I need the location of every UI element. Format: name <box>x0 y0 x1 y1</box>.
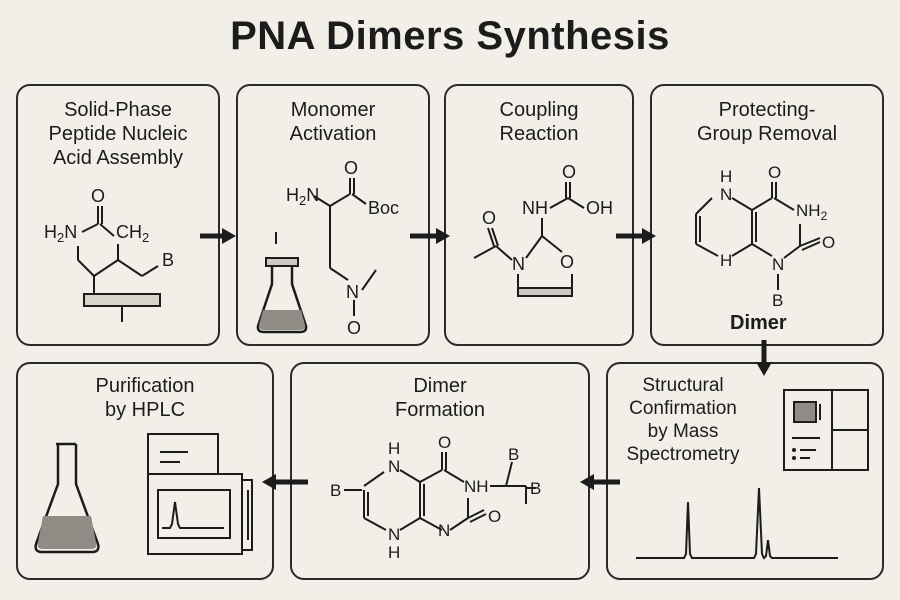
flask-icon <box>34 442 100 554</box>
n-label-2: N <box>388 525 400 544</box>
nh-label: NH <box>522 198 548 218</box>
arrow-step6-to-step7 <box>262 474 308 490</box>
step-monomer-activation: Monomer Activation H2N O Boc N O <box>236 84 430 346</box>
step-solid-phase-assembly: Solid-Phase Peptide Nucleic Acid Assembl… <box>16 84 220 346</box>
resin-support <box>83 293 161 307</box>
step-title: Monomer Activation <box>289 99 377 145</box>
h2n-label: H2N <box>286 185 319 208</box>
n-label-2: N <box>772 255 784 274</box>
support-bar <box>517 287 573 297</box>
arrow-step5-to-step6 <box>580 474 620 490</box>
oxygen-label-2: O <box>347 318 361 338</box>
base-label: B <box>162 250 174 270</box>
base-label-1: B <box>330 481 341 500</box>
n-label: N <box>388 457 400 476</box>
nh-label: NH <box>464 477 489 496</box>
step-mass-spectrometry: Structural Confirmation by Mass Spectrom… <box>606 362 884 580</box>
step-dimer-formation: Dimer Formation B H N N H O NH O N B <box>290 362 590 580</box>
h-label-2: H <box>388 543 400 562</box>
mass-spectrum-plot <box>636 487 838 560</box>
oxygen-label: O <box>344 158 358 178</box>
nh2-label: NH2 <box>796 201 828 223</box>
arrow-step3-to-step4 <box>616 228 656 244</box>
h-label: H <box>720 167 732 186</box>
step-hplc-purification: Purification by HPLC <box>16 362 274 580</box>
monomer-structure: H2N O Boc N O <box>286 158 399 338</box>
dimer-structure: B H N N H O NH O N B B <box>330 433 541 562</box>
oxygen-label: O <box>91 186 105 206</box>
step-title: Dimer Formation <box>394 375 486 421</box>
step-title: Solid-Phase Peptide Nucleic Acid Assembl… <box>48 99 188 169</box>
flask-icon <box>256 232 308 334</box>
page-title: PNA Dimers Synthesis <box>230 14 670 58</box>
oxygen-label-3: O <box>560 252 574 272</box>
step-protecting-group-removal: Protecting- Group Removal H N H O NH2 O … <box>650 84 884 346</box>
oxygen-label-2: O <box>482 208 496 228</box>
arrow-step2-to-step3 <box>410 228 450 244</box>
base-label-2: B <box>508 445 519 464</box>
oxygen-label-2: O <box>822 233 835 252</box>
oxygen-label: O <box>438 433 451 452</box>
h-label-2: H <box>720 251 732 270</box>
ch2-label: CH2 <box>116 222 149 245</box>
deprotected-structure: H N H O NH2 O N B <box>695 163 835 310</box>
hplc-machine-icon <box>147 433 253 555</box>
step-title: Structural Confirmation by Mass Spectrom… <box>626 375 740 465</box>
oh-label: OH <box>586 198 613 218</box>
h-label: H <box>388 439 400 458</box>
base-label-3: B <box>530 479 541 498</box>
nitrogen-label: N <box>346 282 359 302</box>
n-label-3: N <box>438 521 450 540</box>
step-title: Purification by HPLC <box>95 375 195 421</box>
n-label: N <box>720 185 732 204</box>
mass-spectrometer-icon <box>783 389 869 471</box>
oxygen-label: O <box>768 163 781 182</box>
arrow-step4-to-step5 <box>756 340 772 376</box>
arrow-step1-to-step2 <box>200 228 236 244</box>
pna-backbone-structure: H2N O CH2 B <box>44 186 174 322</box>
oxygen-label-2: O <box>488 507 501 526</box>
h2n-label: H2N <box>44 222 77 245</box>
nitrogen-label: N <box>512 254 525 274</box>
step-coupling-reaction: Coupling Reaction O OH NH O N O <box>444 84 634 346</box>
step-title: Protecting- Group Removal <box>696 99 838 145</box>
boc-label: Boc <box>368 198 399 218</box>
coupling-structure: O OH NH O N O <box>473 162 613 297</box>
step-title: Coupling Reaction <box>499 99 579 145</box>
base-label: B <box>772 291 783 310</box>
dimer-label: Dimer <box>730 312 787 334</box>
oxygen-label: O <box>562 162 576 182</box>
